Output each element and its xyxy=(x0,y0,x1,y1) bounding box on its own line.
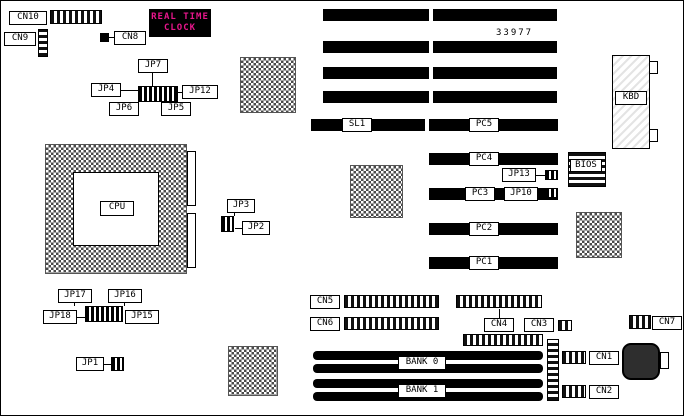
isa-slot-3-left xyxy=(323,67,429,79)
qfp-chip-bottom xyxy=(228,346,278,396)
jp3-label: JP3 xyxy=(227,199,255,213)
jp1-label: JP1 xyxy=(76,357,104,371)
jp3-leader-line xyxy=(234,213,235,216)
cn6-label: CN6 xyxy=(310,317,340,331)
cn1-label: CN1 xyxy=(589,351,619,365)
simm-socket-1 xyxy=(313,351,543,360)
qfp-chip-top xyxy=(240,57,296,113)
cn10-label: CN10 xyxy=(9,11,47,25)
jp16-label: JP16 xyxy=(108,289,142,303)
cn4-connector-lower xyxy=(463,334,543,346)
jp17-leader-line xyxy=(74,303,75,306)
jp18-label: JP18 xyxy=(43,310,77,324)
cpu-socket-lever-top xyxy=(187,151,196,206)
keyboard-din-tab xyxy=(660,352,669,369)
cn2-label: CN2 xyxy=(589,385,619,399)
jp10-leader-line xyxy=(538,194,545,195)
cn9-label: CN9 xyxy=(4,32,36,46)
isa-slot-2-right xyxy=(433,41,557,53)
cn7-label: CN7 xyxy=(652,316,682,330)
simm-socket-3 xyxy=(313,379,543,388)
cn6-connector xyxy=(344,317,439,330)
isa-slot-1-left xyxy=(323,9,429,21)
jumper-block-top xyxy=(138,86,178,102)
jp17-label: JP17 xyxy=(58,289,92,303)
cn2-connector xyxy=(562,385,586,398)
jp1-jumper xyxy=(111,357,124,371)
qfp-chip-middle xyxy=(350,165,403,218)
cn5-label: CN5 xyxy=(310,295,340,309)
cpu-label: CPU xyxy=(100,201,134,216)
pc3-label: PC3 xyxy=(465,187,495,201)
jp10-jumper xyxy=(545,188,558,198)
jp18-leader-line xyxy=(77,317,85,318)
isa-slot-4-right xyxy=(433,91,557,103)
pc1-label: PC1 xyxy=(469,256,499,270)
pc4-label: PC4 xyxy=(469,152,499,166)
keyboard-din-connector xyxy=(622,343,660,380)
jp13-leader-line xyxy=(536,175,545,176)
cpu-socket xyxy=(45,144,187,274)
jp4-leader-line xyxy=(121,90,138,91)
jp13-jumper xyxy=(545,170,558,180)
jp6-label: JP6 xyxy=(109,102,139,116)
jp12-label: JP12 xyxy=(182,85,218,99)
pc5-label: PC5 xyxy=(469,118,499,132)
cn9-connector xyxy=(38,29,48,57)
rtc-text-line1: REAL TIME xyxy=(151,12,209,22)
kbd-tab-bottom xyxy=(649,129,658,142)
isa-slot-3-right xyxy=(433,67,557,79)
jp7-label: JP7 xyxy=(138,59,168,73)
isa-slot-1-right xyxy=(433,9,557,21)
jp1-leader-line xyxy=(104,364,111,365)
cn8-leader-line xyxy=(109,37,114,38)
power-connector-vertical xyxy=(547,339,559,401)
qfp-chip-right xyxy=(576,212,622,258)
bios-label: BIOS xyxy=(570,159,602,172)
isa-slot-2-left xyxy=(323,41,429,53)
real-time-clock-chip: REAL TIME CLOCK xyxy=(149,9,211,37)
cn10-connector xyxy=(50,10,102,24)
bank0-label: BANK 0 xyxy=(398,356,446,370)
jp15-label: JP15 xyxy=(125,310,159,324)
cn7-connector xyxy=(629,315,651,329)
pc2-label: PC2 xyxy=(469,222,499,236)
cn3-label: CN3 xyxy=(524,318,554,332)
jp12-leader-line xyxy=(178,92,182,93)
kbd-tab-top xyxy=(649,61,658,74)
cn4-leader-line xyxy=(499,309,500,318)
cn8-label: CN8 xyxy=(114,31,146,45)
cpu-socket-lever-bottom xyxy=(187,213,196,268)
cn1-connector xyxy=(562,351,586,364)
cn8-connector xyxy=(100,33,109,42)
cn4-label: CN4 xyxy=(484,318,514,332)
jp13-label: JP13 xyxy=(502,168,536,182)
jp2-label: JP2 xyxy=(242,221,270,235)
rtc-text-line2: CLOCK xyxy=(163,23,197,33)
jp5-label: JP5 xyxy=(161,102,191,116)
jp2-leader-line xyxy=(235,228,242,229)
jp4-label: JP4 xyxy=(91,83,121,97)
jp16-leader-line xyxy=(124,303,125,306)
board-part-number: 33977 xyxy=(496,28,534,38)
jp3-jp2-jumper-block xyxy=(221,216,234,232)
jumper-block-bottom-left xyxy=(85,306,123,322)
cn3-connector xyxy=(558,320,572,331)
kbd-label: KBD xyxy=(615,91,647,105)
sl1-label: SL1 xyxy=(342,118,372,132)
jp7-leader-line xyxy=(152,73,153,86)
cn5-connector xyxy=(344,295,439,308)
jp10-label: JP10 xyxy=(504,187,538,201)
isa-slot-4-left xyxy=(323,91,429,103)
bank1-label: BANK 1 xyxy=(398,384,446,398)
cn4-connector-upper xyxy=(456,295,542,308)
